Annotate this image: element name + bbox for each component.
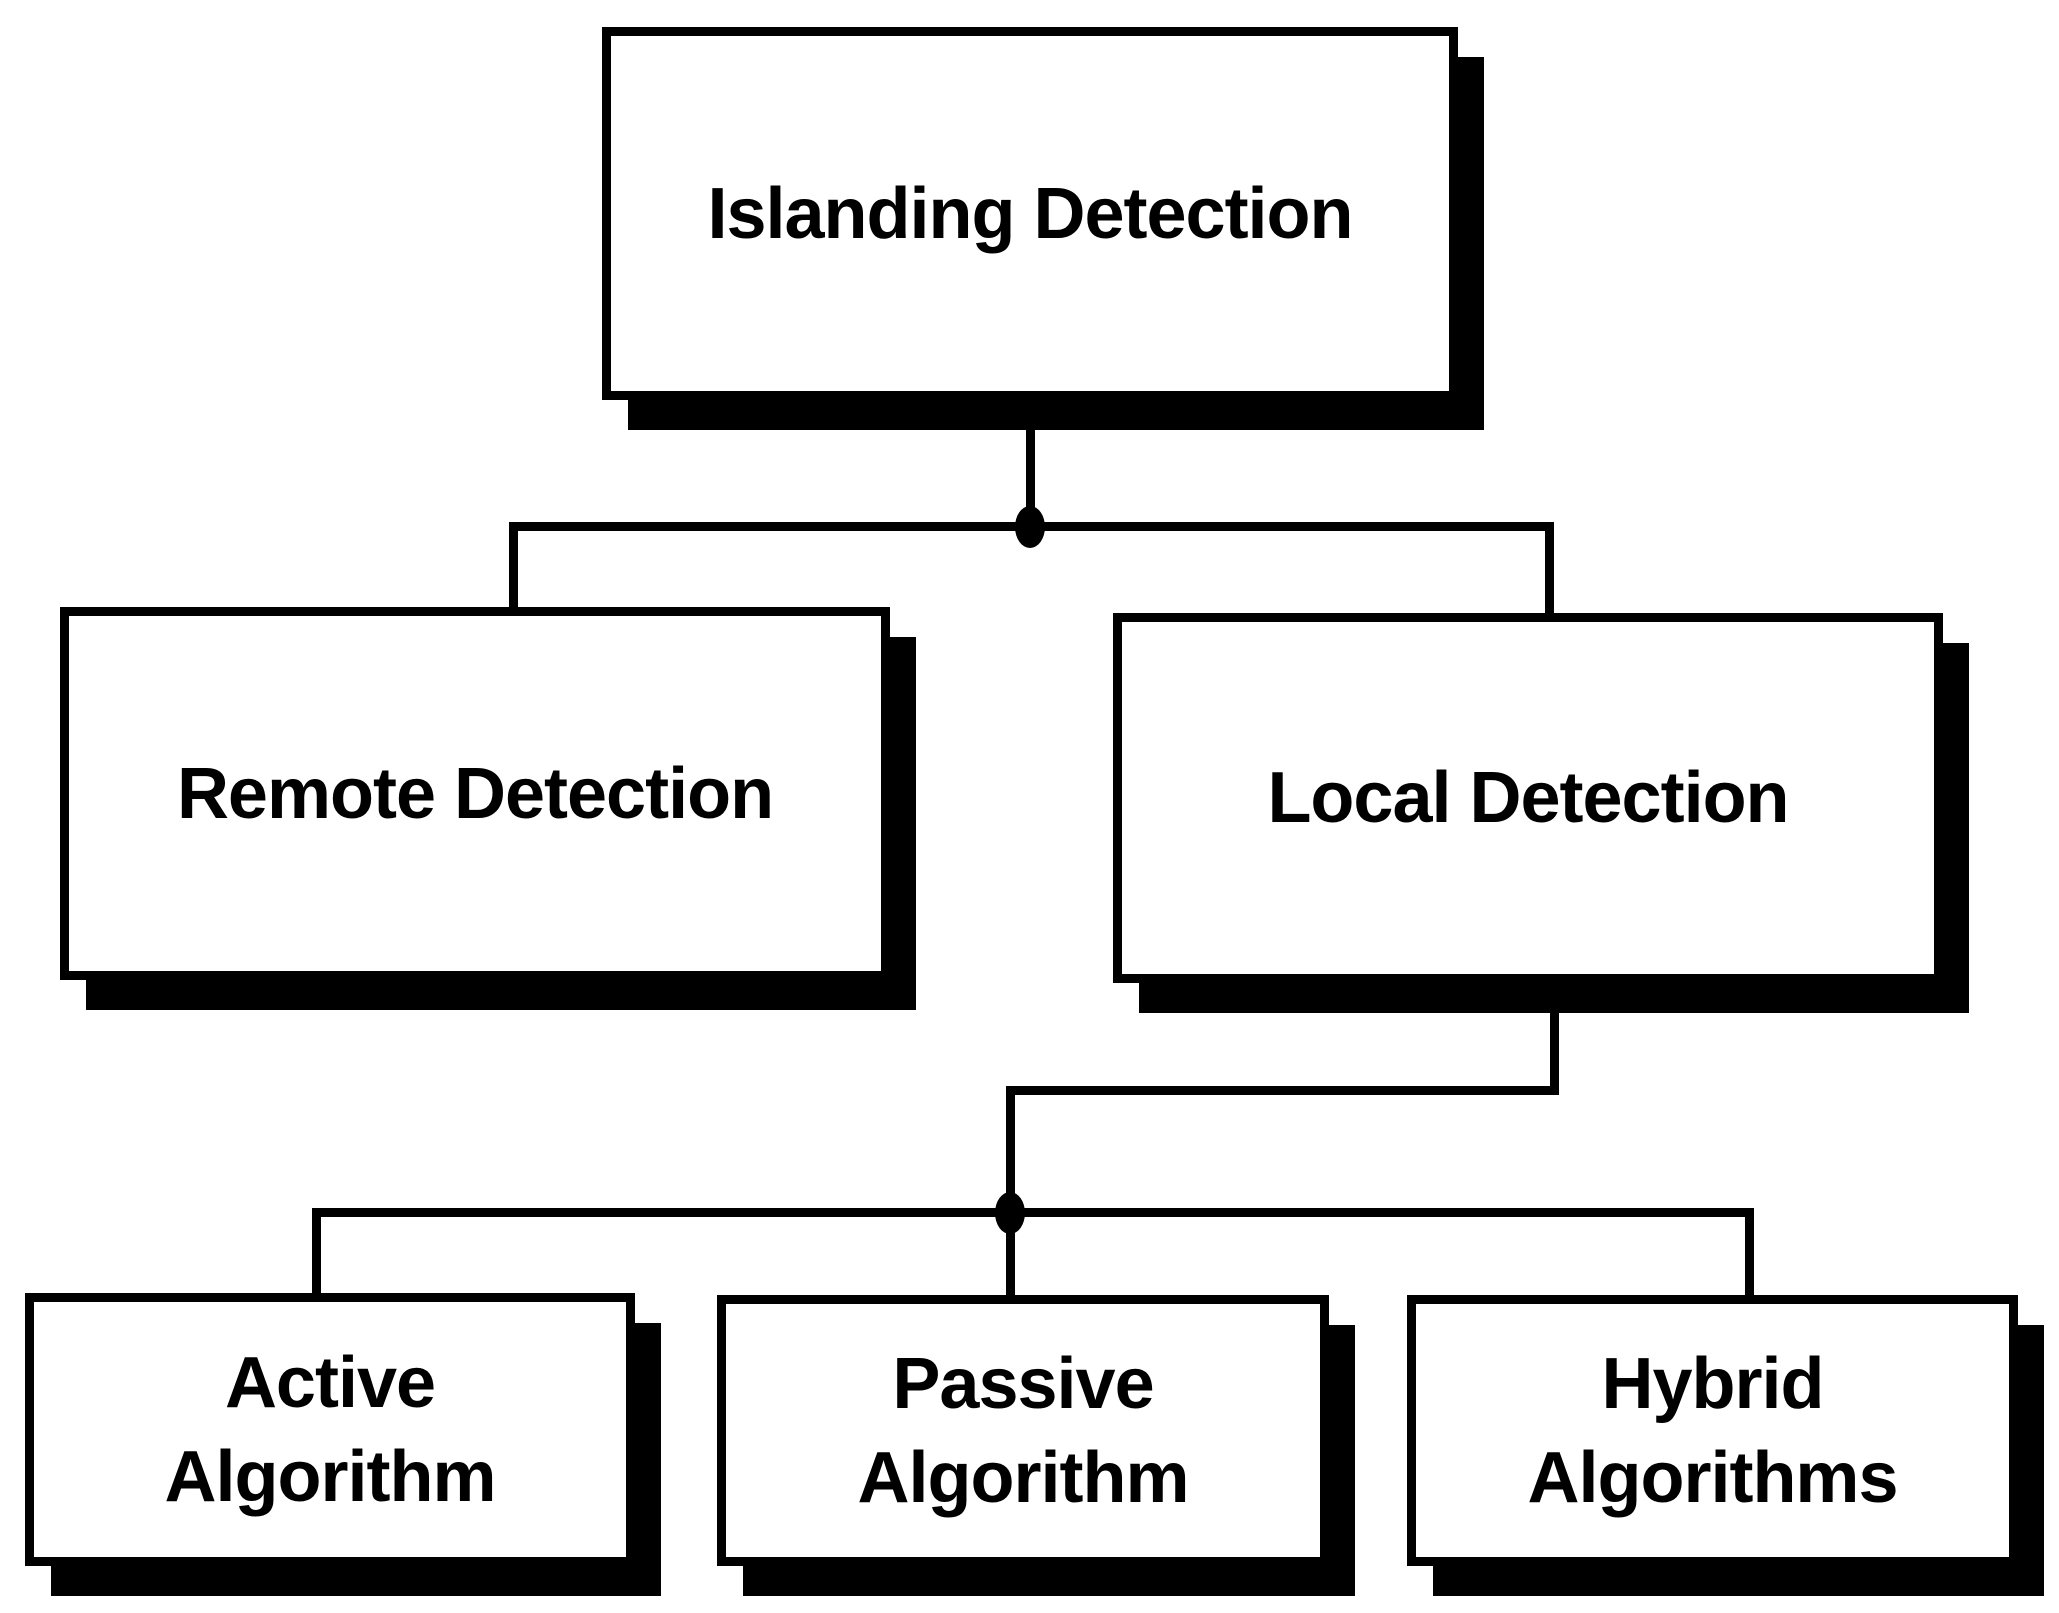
node-hybrid-algorithms-label-line2: Algorithms <box>1527 1437 1898 1518</box>
node-hybrid-algorithms-label-line1: Hybrid <box>1601 1343 1824 1424</box>
connector-drop-passive <box>1006 1208 1015 1300</box>
connector-islanding-stem <box>1026 395 1035 535</box>
node-active-algorithm-label-line1: Active <box>224 1342 436 1423</box>
node-islanding-detection-label: Islanding Detection <box>707 173 1353 254</box>
node-passive-algorithm: Passive Algorithm <box>717 1295 1329 1566</box>
node-passive-algorithm-label-line1: Passive <box>892 1343 1154 1424</box>
junction-dot-top <box>1015 506 1045 548</box>
connector-drop-local <box>1545 522 1554 622</box>
node-active-algorithm: Active Algorithm <box>25 1293 635 1566</box>
node-remote-detection: Remote Detection <box>60 607 890 980</box>
connector-local-down <box>1006 1086 1015 1217</box>
node-active-algorithm-label-line2: Algorithm <box>164 1436 497 1517</box>
node-local-detection: Local Detection <box>1113 613 1943 983</box>
junction-dot-bottom <box>995 1192 1025 1234</box>
node-local-detection-label: Local Detection <box>1267 758 1789 838</box>
node-remote-detection-label: Remote Detection <box>176 753 774 834</box>
connector-local-horizontal <box>312 1208 1754 1217</box>
node-passive-algorithm-label-line2: Algorithm <box>857 1437 1190 1518</box>
connector-local-stem <box>1550 983 1559 1095</box>
connector-local-elbow <box>1006 1086 1559 1095</box>
node-islanding-detection: Islanding Detection <box>602 27 1458 400</box>
connector-drop-active <box>312 1208 321 1300</box>
connector-drop-hybrid <box>1745 1208 1754 1300</box>
node-hybrid-algorithms: Hybrid Algorithms <box>1407 1295 2018 1566</box>
connector-drop-remote <box>509 522 518 616</box>
